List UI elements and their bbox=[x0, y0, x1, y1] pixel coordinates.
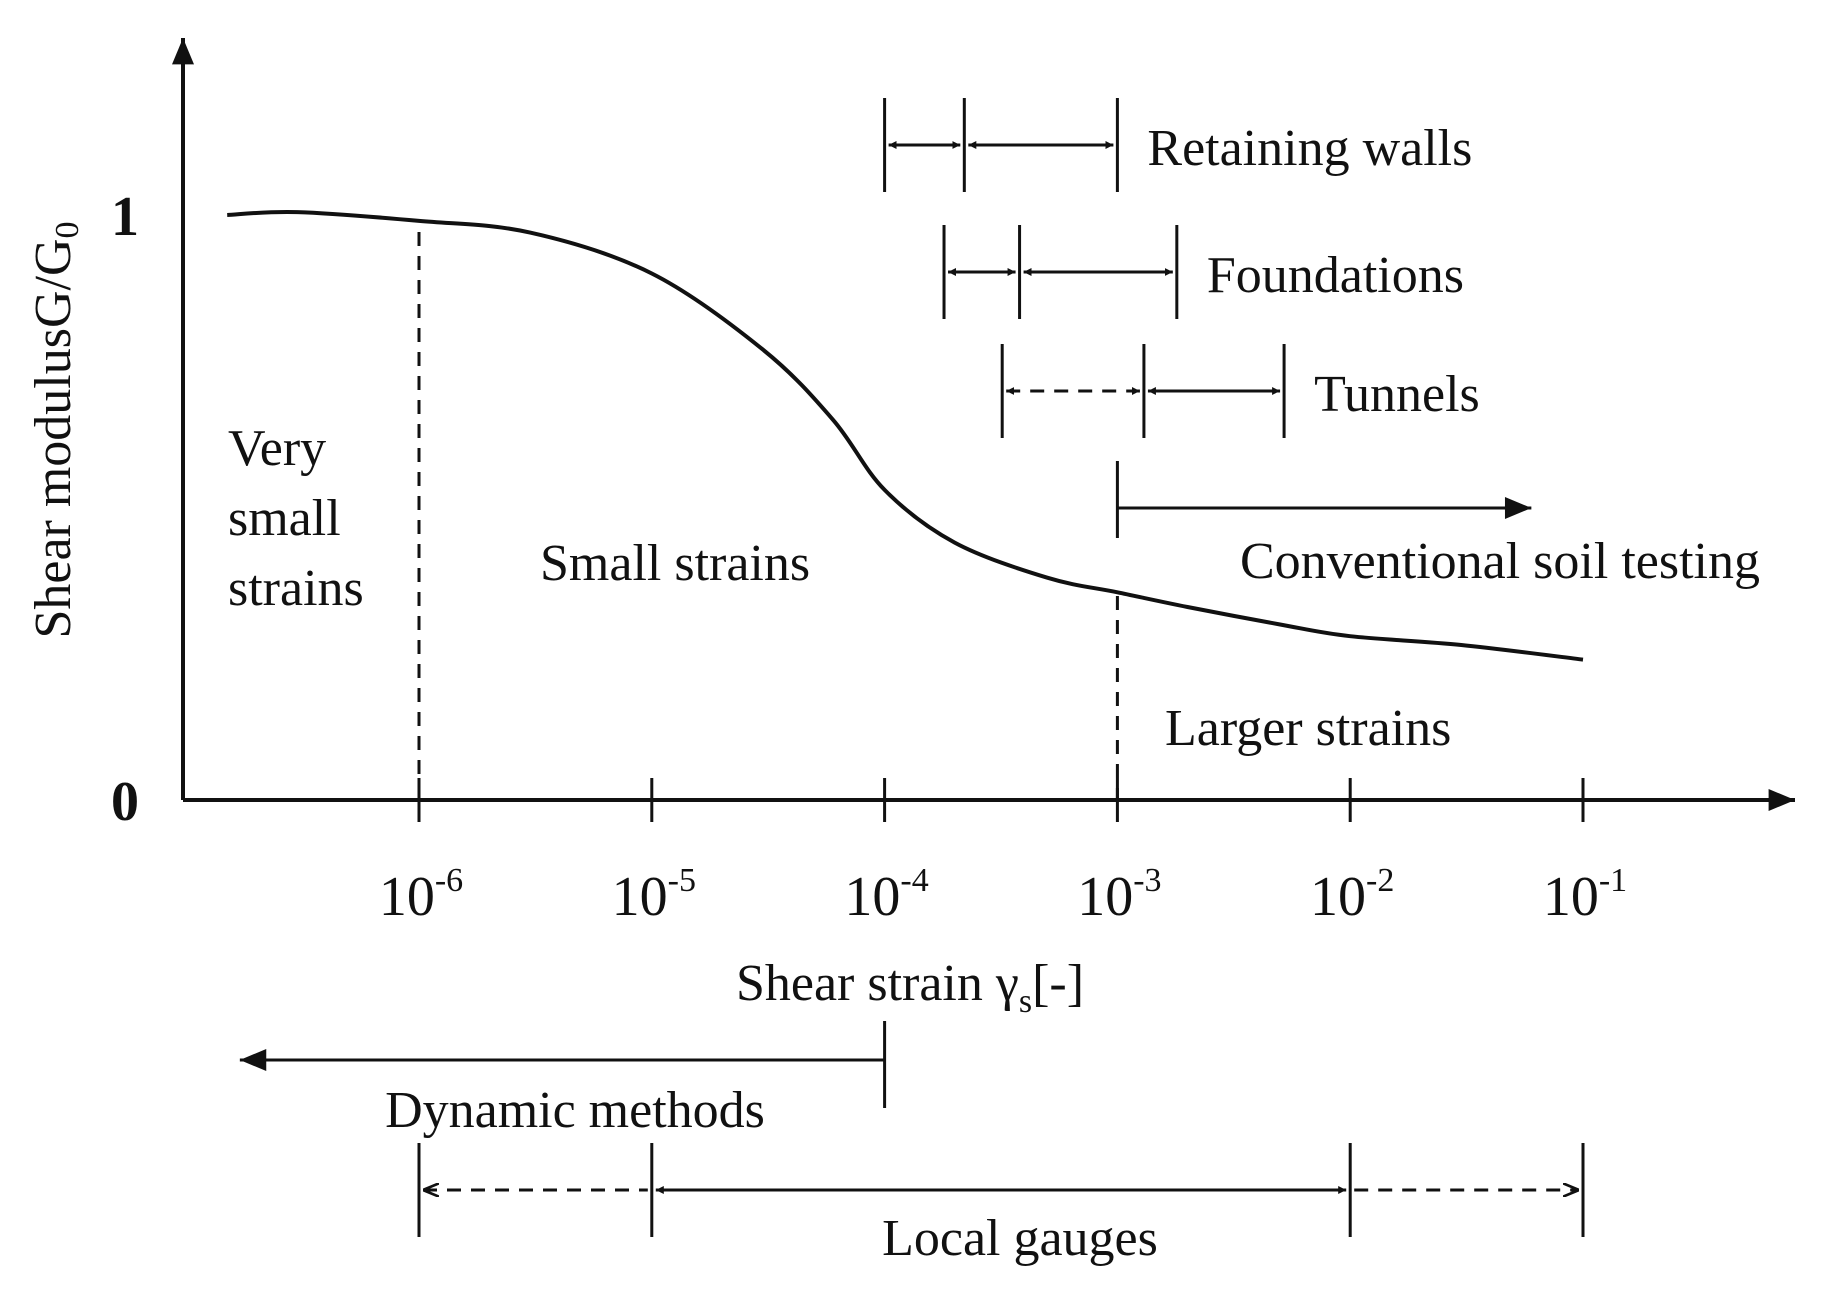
range-label-conventional: Conventional soil testing bbox=[1240, 533, 1760, 590]
y-tick-label-0: 0 bbox=[111, 771, 139, 833]
range-label-dynamic: Dynamic methods bbox=[385, 1082, 765, 1139]
x-tick-label-1: 10-5 bbox=[612, 862, 696, 928]
region-label-very-small-1: Very bbox=[228, 420, 326, 477]
x-tick-label-3: 10-3 bbox=[1077, 862, 1161, 928]
x-axis-label: Shear strain γs[-] bbox=[736, 955, 1084, 1020]
y-axis-label: Shear modulusG/G0 bbox=[25, 221, 86, 638]
range-label-local-gauges: Local gauges bbox=[882, 1210, 1158, 1267]
x-tick-label-5: 10-1 bbox=[1543, 862, 1627, 928]
y-tick-label-1: 1 bbox=[111, 186, 139, 248]
region-label-small-strains: Small strains bbox=[540, 535, 810, 592]
x-tick-label-4: 10-2 bbox=[1310, 862, 1394, 928]
range-layer bbox=[239, 98, 1585, 1237]
curve-layer bbox=[227, 209, 1584, 800]
x-tick-label-0: 10-6 bbox=[379, 862, 463, 928]
shear-modulus-curve bbox=[227, 209, 1584, 662]
region-label-larger-strains: Larger strains bbox=[1165, 700, 1451, 757]
range-label-foundations: Foundations bbox=[1207, 247, 1464, 304]
region-label-very-small-3: strains bbox=[228, 560, 364, 617]
range-label-retaining-walls: Retaining walls bbox=[1147, 120, 1472, 177]
x-tick-label-2: 10-4 bbox=[844, 862, 928, 928]
region-label-very-small-2: small bbox=[228, 490, 341, 547]
range-label-tunnels: Tunnels bbox=[1314, 366, 1480, 423]
